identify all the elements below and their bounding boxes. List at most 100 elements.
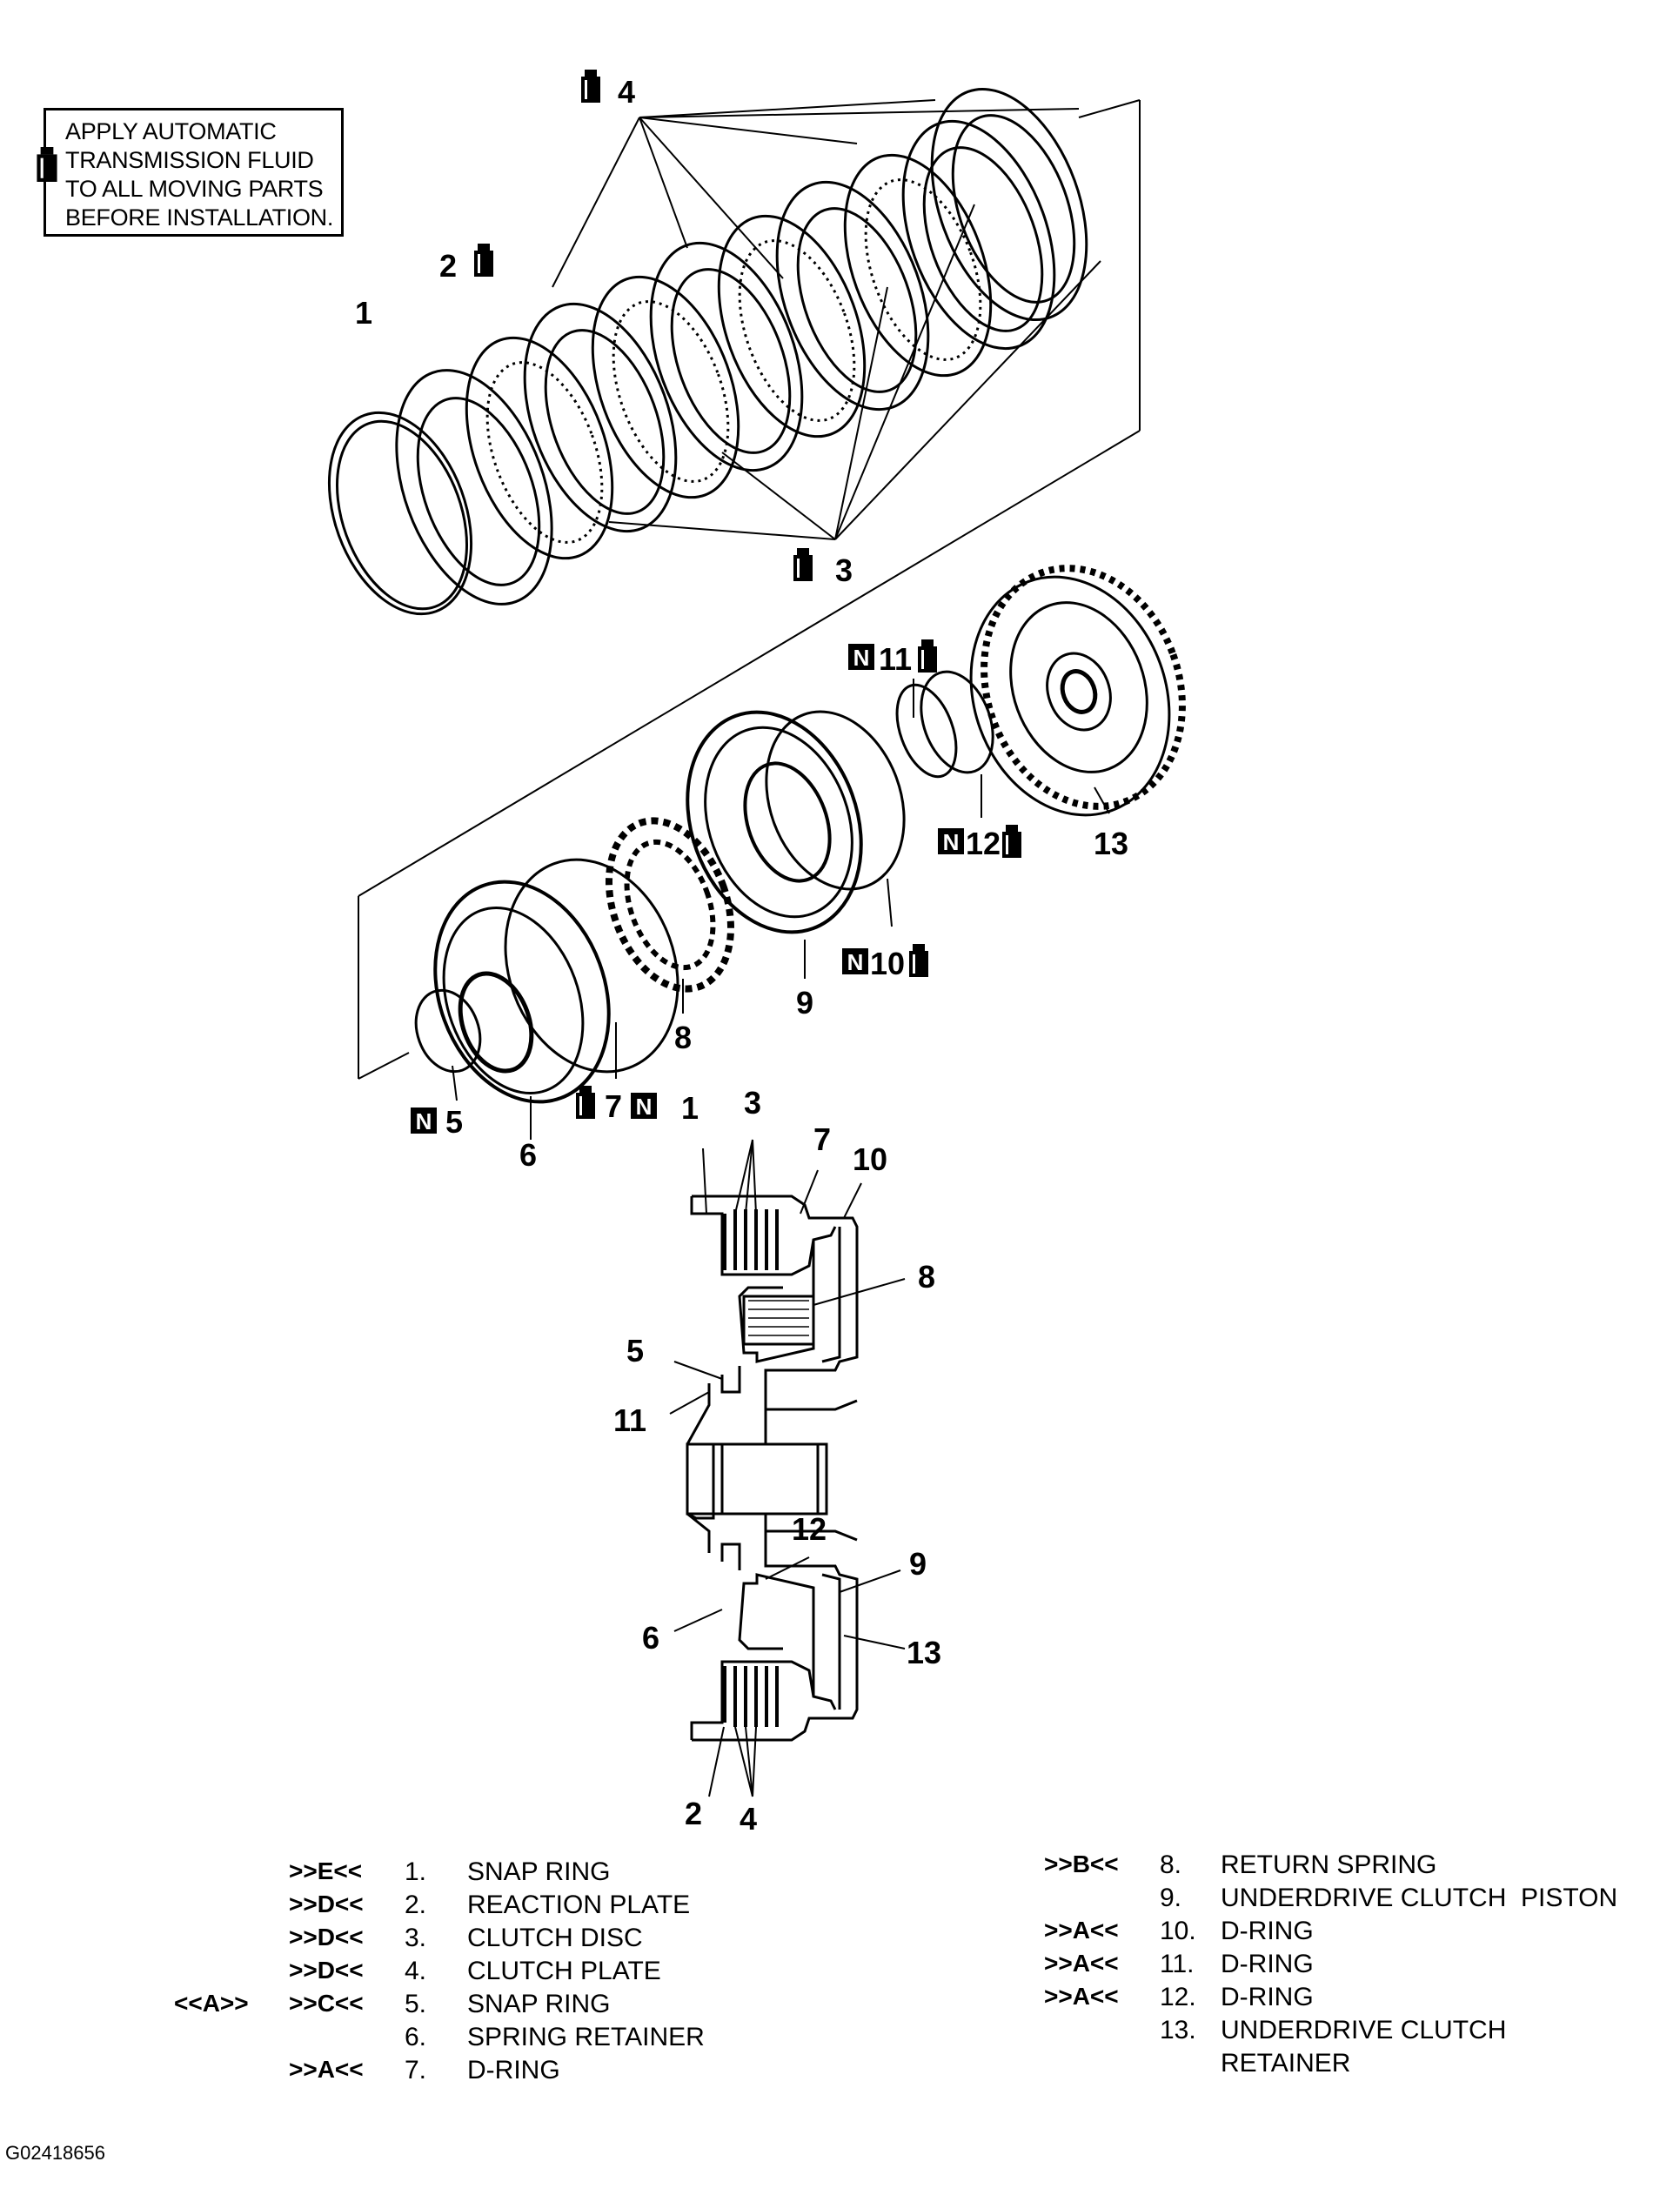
legend-code: >>A<< <box>1044 1917 1119 1944</box>
callout-1: 1 <box>355 295 372 331</box>
clutch-disc-3c <box>717 214 867 438</box>
clutch-plate-4a <box>523 302 678 533</box>
legend-name: SNAP RING <box>467 1857 611 1886</box>
leader-lines-lower <box>452 679 1110 1140</box>
note-line-3: TO ALL MOVING PARTS <box>65 176 324 202</box>
section-label-11: 11 <box>613 1402 646 1438</box>
legend-num: 2. <box>405 1891 427 1919</box>
clutch-disc-3d <box>843 153 993 378</box>
legend-num: 5. <box>405 1990 427 2018</box>
snap-ring-5 <box>414 988 482 1074</box>
legend-num: 11. <box>1160 1950 1195 1978</box>
legend-code: >>C<< <box>289 1990 364 2017</box>
fluid-bottle-icon <box>36 147 58 182</box>
callout-8: 8 <box>674 1020 692 1055</box>
fluid-bottle-icon <box>793 548 813 581</box>
legend-pre-code: <<A>> <box>174 1990 249 2017</box>
snap-ring-1 <box>327 411 473 616</box>
d-ring-11 <box>895 683 958 779</box>
legend-num: 3. <box>405 1924 427 1952</box>
d-ring-7 <box>504 858 679 1074</box>
clutch-plate-4e <box>930 87 1088 322</box>
legend-num: 10. <box>1160 1917 1196 1945</box>
legend-name: SNAP RING <box>467 1990 611 2018</box>
fluid-bottle-icon <box>909 944 928 977</box>
legend-name: CLUTCH PLATE <box>467 1957 661 1985</box>
clutch-disc-3a <box>465 336 614 560</box>
callout-13: 13 <box>1094 826 1128 861</box>
legend-name: RETURN SPRING <box>1221 1850 1437 1879</box>
sectional-view <box>669 1139 906 1797</box>
n-symbol-icon <box>848 644 874 671</box>
section-label-2: 2 <box>685 1796 702 1831</box>
d-ring-12 <box>920 670 994 774</box>
callout-11: 11 <box>879 641 912 677</box>
section-label-1: 1 <box>681 1090 699 1126</box>
callout-9: 9 <box>796 985 813 1021</box>
legend-name: D-RING <box>467 2056 560 2085</box>
legend-name: REACTION PLATE <box>467 1891 691 1919</box>
legend-code: >>D<< <box>289 1924 364 1951</box>
legend-code: >>A<< <box>1044 1950 1119 1977</box>
legend-code: >>D<< <box>289 1957 364 1984</box>
legend-num: 13. <box>1160 2016 1196 2044</box>
legend-num: 9. <box>1160 1884 1182 1912</box>
underdrive-clutch-retainer-13 <box>969 565 1186 817</box>
legend-code: >>E<< <box>289 1857 363 1884</box>
legend-code: >>A<< <box>289 2056 364 2083</box>
callout-6: 6 <box>519 1137 537 1173</box>
n-symbol-icon <box>842 948 868 975</box>
note-line-4: BEFORE INSTALLATION. <box>65 204 334 231</box>
section-label-8: 8 <box>918 1259 935 1295</box>
fluid-bottle-icon <box>1002 825 1021 858</box>
legend-name: SPRING RETAINER <box>467 2023 705 2051</box>
callout-7: 7 <box>605 1088 622 1124</box>
callout-10: 10 <box>870 946 905 981</box>
section-labels: 1 3 7 10 8 5 11 12 9 6 13 2 4 <box>613 1085 941 1837</box>
legend-name: RETAINER <box>1221 2049 1351 2078</box>
callout-2: 2 <box>439 248 457 284</box>
n-symbol-icon <box>411 1108 437 1134</box>
figure-code: G02418656 <box>5 2142 105 2164</box>
section-label-5: 5 <box>626 1333 644 1369</box>
legend-num: 7. <box>405 2056 427 2085</box>
legend-num: 1. <box>405 1857 427 1886</box>
fluid-bottle-icon <box>918 639 937 673</box>
section-leaders <box>669 1139 906 1797</box>
return-spring-8 <box>605 817 735 993</box>
callout-4: 4 <box>618 74 635 110</box>
note-box: APPLY AUTOMATIC TRANSMISSION FLUID TO AL… <box>36 108 344 237</box>
legend-name: CLUTCH DISC <box>467 1924 643 1952</box>
clutch-plate-4b <box>649 241 804 472</box>
section-label-10: 10 <box>853 1141 887 1177</box>
legend-code: >>B<< <box>1044 1850 1119 1877</box>
legend-name: D-RING <box>1221 1950 1314 1978</box>
d-ring-10 <box>765 710 906 891</box>
clutch-plate-4c <box>775 180 930 412</box>
reaction-plate-2 <box>395 369 553 606</box>
callout-labels: 4 2 1 3 11 12 13 10 9 8 7 5 6 <box>355 70 1128 1173</box>
legend-num: 12. <box>1160 1983 1196 2011</box>
legend-num: 8. <box>1160 1850 1182 1879</box>
fluid-bottle-icon <box>576 1086 595 1119</box>
clutch-disc-3b <box>591 275 740 499</box>
section-label-6: 6 <box>642 1620 659 1656</box>
underdrive-clutch-piston-9 <box>686 710 863 934</box>
callout-3: 3 <box>835 552 853 588</box>
fluid-bottle-icon <box>474 244 493 277</box>
legend-name: UNDERDRIVE CLUTCH PISTON <box>1221 1884 1618 1912</box>
section-label-9: 9 <box>909 1546 927 1582</box>
callout-5: 5 <box>445 1104 463 1140</box>
note-line-1: APPLY AUTOMATIC <box>65 118 277 144</box>
section-label-7: 7 <box>813 1121 831 1157</box>
legend-code: >>A<< <box>1044 1983 1119 2010</box>
spring-retainer-6 <box>433 880 611 1104</box>
callout-12: 12 <box>966 826 1001 861</box>
section-label-4: 4 <box>740 1801 757 1837</box>
clutch-parts-lower <box>414 565 1186 1140</box>
legend-name: D-RING <box>1221 1983 1314 2011</box>
section-label-12: 12 <box>792 1511 827 1547</box>
legend-code: >>D<< <box>289 1891 364 1917</box>
n-symbol-icon <box>631 1093 657 1120</box>
